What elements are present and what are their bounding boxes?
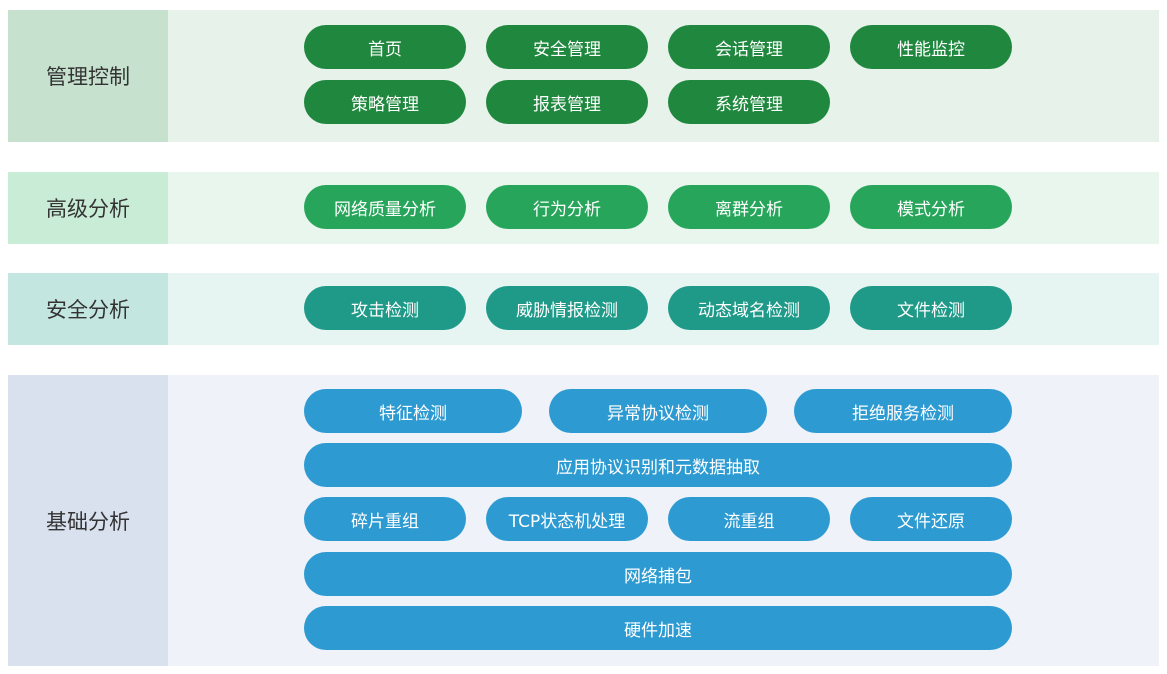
- layer-basic: 基础分析 特征检测 异常协议检测 拒绝服务检测 应用协议识别和元数据抽取 碎片重…: [8, 375, 1159, 666]
- layer-title-management: 管理控制: [8, 10, 168, 142]
- layer-body-security: 攻击检测 威胁情报检测 动态域名检测 文件检测: [168, 273, 1159, 345]
- layer-advanced: 高级分析 网络质量分析 行为分析 离群分析 模式分析: [8, 172, 1159, 244]
- layer-body-basic: 特征检测 异常协议检测 拒绝服务检测 应用协议识别和元数据抽取 碎片重组 TCP…: [168, 375, 1159, 666]
- module-performance-monitor[interactable]: 性能监控: [850, 25, 1012, 69]
- module-outlier-analysis[interactable]: 离群分析: [668, 185, 830, 229]
- module-fragment-reassembly[interactable]: 碎片重组: [304, 497, 466, 541]
- module-threat-intel-detection[interactable]: 威胁情报检测: [486, 286, 648, 330]
- module-report-management[interactable]: 报表管理: [486, 80, 648, 124]
- module-home[interactable]: 首页: [304, 25, 466, 69]
- layer-management: 管理控制 首页 安全管理 会话管理 性能监控 策略管理 报表管理 系统管理: [8, 10, 1159, 142]
- module-dynamic-domain-detection[interactable]: 动态域名检测: [668, 286, 830, 330]
- module-system-management[interactable]: 系统管理: [668, 80, 830, 124]
- module-file-restoration[interactable]: 文件还原: [850, 497, 1012, 541]
- module-app-protocol-identification[interactable]: 应用协议识别和元数据抽取: [304, 443, 1012, 487]
- module-behavior-analysis[interactable]: 行为分析: [486, 185, 648, 229]
- module-policy-management[interactable]: 策略管理: [304, 80, 466, 124]
- layer-title-basic: 基础分析: [8, 375, 168, 666]
- layer-body-advanced: 网络质量分析 行为分析 离群分析 模式分析: [168, 172, 1159, 244]
- module-dos-detection[interactable]: 拒绝服务检测: [794, 389, 1012, 433]
- module-network-quality-analysis[interactable]: 网络质量分析: [304, 185, 466, 229]
- module-pattern-analysis[interactable]: 模式分析: [850, 185, 1012, 229]
- module-attack-detection[interactable]: 攻击检测: [304, 286, 466, 330]
- layer-security: 安全分析 攻击检测 威胁情报检测 动态域名检测 文件检测: [8, 273, 1159, 345]
- module-file-detection[interactable]: 文件检测: [850, 286, 1012, 330]
- layer-body-management: 首页 安全管理 会话管理 性能监控 策略管理 报表管理 系统管理: [168, 10, 1159, 142]
- module-signature-detection[interactable]: 特征检测: [304, 389, 522, 433]
- module-security-management[interactable]: 安全管理: [486, 25, 648, 69]
- module-stream-reassembly[interactable]: 流重组: [668, 497, 830, 541]
- module-protocol-anomaly-detection[interactable]: 异常协议检测: [549, 389, 767, 433]
- layer-title-security: 安全分析: [8, 273, 168, 345]
- module-packet-capture[interactable]: 网络捕包: [304, 552, 1012, 596]
- module-tcp-state-machine[interactable]: TCP状态机处理: [486, 497, 648, 541]
- module-session-management[interactable]: 会话管理: [668, 25, 830, 69]
- module-hardware-acceleration[interactable]: 硬件加速: [304, 606, 1012, 650]
- layer-title-advanced: 高级分析: [8, 172, 168, 244]
